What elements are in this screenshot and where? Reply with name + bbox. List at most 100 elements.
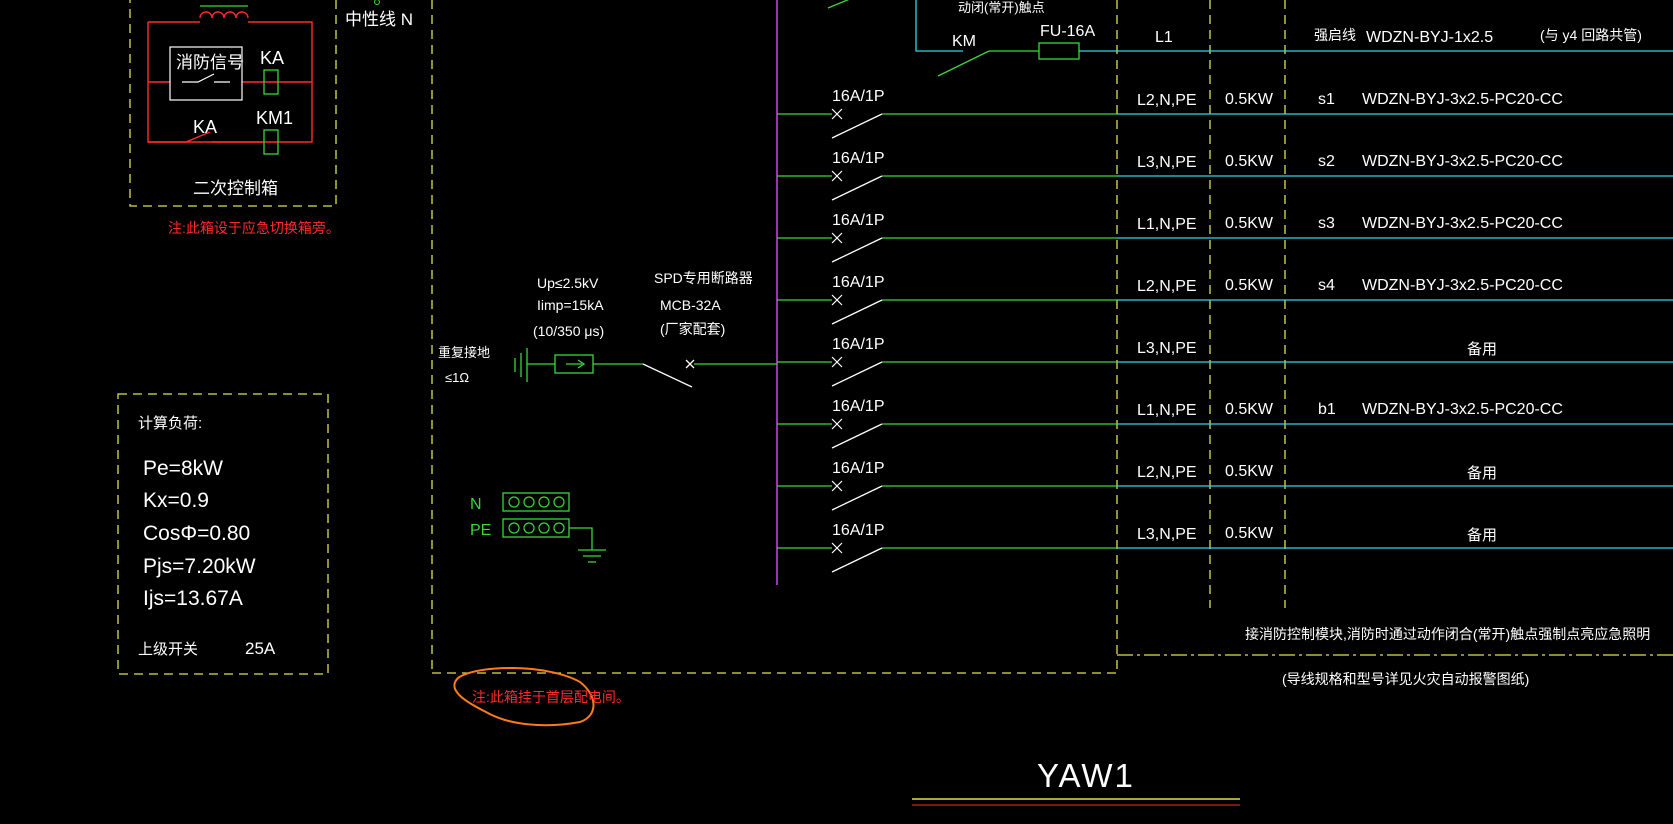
ground-symbol-icon	[514, 348, 555, 382]
km1-coil-icon	[263, 129, 279, 155]
top-km-contact-icon	[937, 50, 990, 77]
breaker-blade-icon	[831, 485, 883, 511]
circuit-power: 0.5KW	[1225, 91, 1274, 108]
calc-pe: Pe=8kW	[143, 457, 223, 480]
breaker-x-icon	[831, 232, 843, 244]
calc-pjs: Pjs=7.20kW	[143, 555, 256, 578]
upper-switch-value: 25A	[245, 639, 276, 658]
breaker-rating: 16A/1P	[832, 522, 884, 539]
ka-coil-icon	[263, 69, 279, 95]
spd-arrow-icon	[566, 359, 586, 369]
wire-spec-note: (导线规格和型号详见火灾自动报警图纸)	[1282, 671, 1529, 687]
spd-breaker-note: (厂家配套)	[660, 321, 725, 337]
circuit-code: s2	[1318, 153, 1335, 170]
top-cable: WDZN-BYJ-1x2.5	[1366, 29, 1493, 46]
spd-iimp: Iimp=15kA	[537, 297, 604, 313]
calc-cos: CosΦ=0.80	[143, 522, 250, 545]
breaker-blade-icon	[831, 547, 883, 573]
calc-box-frame	[117, 393, 329, 675]
breaker-x-icon	[831, 108, 843, 120]
breaker-blade-icon	[831, 237, 883, 263]
secondary-box-note: 注:此箱设于应急切换箱旁。	[168, 220, 340, 236]
ground-label: 重复接地	[438, 345, 490, 360]
breaker-x-icon	[831, 294, 843, 306]
fire-signal-contact-icon	[182, 73, 230, 83]
pe-ground-lead	[569, 527, 593, 550]
pe-ground-symbol-icon	[578, 549, 606, 563]
distribution-box-frame	[431, 0, 1673, 674]
calc-ijs: Ijs=13.67A	[143, 587, 243, 610]
top-phase: L1	[1155, 29, 1173, 46]
circuit-power: 0.5KW	[1225, 463, 1274, 480]
circuit-phase: L1,N,PE	[1137, 216, 1197, 233]
circuit-cable: WDZN-BYJ-3x2.5-PC20-CC	[1362, 91, 1563, 108]
breaker-x-icon	[831, 542, 843, 554]
breaker-blade-icon	[831, 361, 883, 387]
calc-title: 计算负荷:	[138, 414, 202, 432]
breaker-blade-icon	[831, 423, 883, 449]
terminal-screws-icon	[508, 496, 565, 534]
terminal-n-label: N	[470, 496, 482, 513]
calc-kx: Kx=0.9	[143, 489, 209, 512]
ka-coil-label: KA	[260, 48, 284, 68]
circuit-code: s1	[1318, 91, 1335, 108]
circuit-power: 0.5KW	[1225, 277, 1274, 294]
circuit-spare: 备用	[1467, 527, 1497, 544]
ground-value: ≤1Ω	[445, 370, 469, 385]
spd-wave: (10/350 μs)	[533, 323, 604, 339]
secondary-box-frame	[129, 0, 337, 207]
fire-signal-label: 消防信号	[176, 53, 244, 72]
top-contact-label: 动闭(常开)触点	[958, 0, 1045, 15]
km1-coil-label: KM1	[256, 108, 293, 128]
circuit-cable: WDZN-BYJ-3x2.5-PC20-CC	[1362, 153, 1563, 170]
breaker-rating: 16A/1P	[832, 336, 884, 353]
circuit-spare: 备用	[1467, 465, 1497, 482]
circuit-phase: L3,N,PE	[1137, 154, 1197, 171]
circuit-phase: L3,N,PE	[1137, 340, 1197, 357]
breaker-rating: 16A/1P	[832, 88, 884, 105]
circuit-code: s4	[1318, 277, 1335, 294]
top-remark: (与 y4 回路共管)	[1540, 27, 1642, 43]
circuit-code: b1	[1318, 401, 1336, 418]
breaker-blade-icon	[831, 299, 883, 325]
circuit-power: 0.5KW	[1225, 153, 1274, 170]
top-contact-wire	[915, 0, 963, 52]
terminal-blocks: N PE	[470, 492, 606, 563]
secondary-control-box: 消防信号 KA KA KM1 二次控制箱	[129, 0, 337, 207]
circuit-cable: WDZN-BYJ-3x2.5-PC20-CC	[1362, 277, 1563, 294]
neutral-node-icon	[374, 0, 380, 5]
circuit-spare: 备用	[1467, 341, 1497, 358]
breaker-rating: 16A/1P	[832, 398, 884, 415]
circuit-phase: L2,N,PE	[1137, 278, 1197, 295]
breaker-blade-icon	[831, 175, 883, 201]
fire-signal-box	[169, 46, 243, 101]
box-note: 注:此箱挂于首层配电间。	[472, 689, 630, 705]
top-branch-blade	[827, 0, 850, 9]
breaker-rating: 16A/1P	[832, 460, 884, 477]
breaker-x-icon	[831, 170, 843, 182]
circuit-cable: WDZN-BYJ-3x2.5-PC20-CC	[1362, 215, 1563, 232]
ka-contact-label: KA	[193, 117, 217, 137]
circuit-phase: L1,N,PE	[1137, 402, 1197, 419]
neutral-line-label: 中性线 N	[345, 10, 413, 29]
circuit-phase: L2,N,PE	[1137, 464, 1197, 481]
fire-control-note: 接消防控制模块,消防时通过动作闭合(常开)触点强制点亮应急照明	[1245, 626, 1650, 642]
upper-switch-label: 上级开关	[138, 641, 198, 658]
calc-load-box: 计算负荷: Pe=8kW Kx=0.9 CosΦ=0.80 Pjs=7.20kW…	[117, 393, 329, 675]
breaker-x-icon	[831, 356, 843, 368]
breaker-blade-icon	[831, 113, 883, 139]
top-fuse-icon	[1038, 42, 1080, 60]
drawing-title: YAW1	[1037, 757, 1135, 794]
spd-breaker-blade-icon	[642, 363, 693, 388]
top-km-label: KM	[952, 33, 976, 50]
top-fuse-label: FU-16A	[1040, 23, 1095, 40]
circuit-phase: L2,N,PE	[1137, 92, 1197, 109]
top-code: 强启线	[1314, 27, 1356, 43]
breaker-rating: 16A/1P	[832, 212, 884, 229]
circuit-cable: WDZN-BYJ-3x2.5-PC20-CC	[1362, 401, 1563, 418]
top-circuit: 动闭(常开)触点 KM FU-16A L1 强启线 WDZN-BYJ-1x2.5…	[827, 0, 1673, 77]
breaker-x-icon	[831, 418, 843, 430]
breaker-x-icon	[831, 480, 843, 492]
